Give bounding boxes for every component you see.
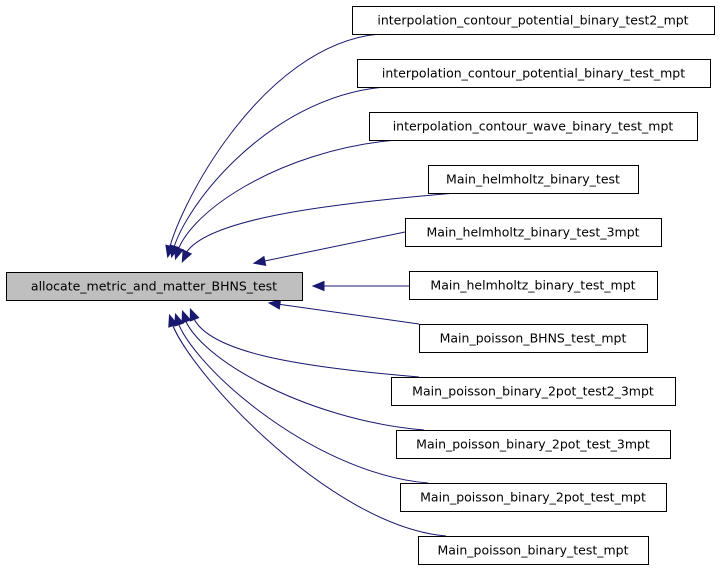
graph-nodes: allocate_metric_and_matter_BHNS_test inte… xyxy=(6,6,715,565)
caller-box xyxy=(405,218,662,247)
arrowhead-icon xyxy=(168,313,179,328)
caller-node-c7[interactable]: Main_poisson_binary_2pot_test2_3mpt xyxy=(391,377,676,406)
call-edge-c9 xyxy=(175,314,429,484)
caller-label: interpolation_contour_potential_binary_t… xyxy=(377,13,688,28)
call-edge-c7 xyxy=(190,309,420,378)
arrowhead-icon xyxy=(252,255,267,267)
arrowhead-icon xyxy=(181,309,192,324)
caller-label: Main_helmholtz_binary_test xyxy=(446,172,620,187)
caller-node-c10[interactable]: Main_poisson_binary_test_mpt xyxy=(418,536,649,565)
caller-label: interpolation_contour_potential_binary_t… xyxy=(382,66,685,81)
caller-node-c8[interactable]: Main_poisson_binary_2pot_test_3mpt xyxy=(396,430,671,459)
arrowhead-icon xyxy=(174,246,185,261)
caller-box xyxy=(369,112,698,141)
arrowhead-icon xyxy=(189,307,200,322)
caller-box xyxy=(428,165,639,194)
caller-box xyxy=(396,430,671,459)
caller-node-c1[interactable]: interpolation_contour_potential_binary_t… xyxy=(357,59,711,88)
caller-label: Main_poisson_binary_test_mpt xyxy=(437,543,628,558)
caller-label: Main_poisson_binary_2pot_test_mpt xyxy=(420,490,646,505)
caller-box xyxy=(419,324,648,353)
caller-node-c4[interactable]: Main_helmholtz_binary_test_3mpt xyxy=(405,218,662,247)
caller-label: Main_helmholtz_binary_test_3mpt xyxy=(426,225,639,240)
target-function-label: allocate_metric_and_matter_BHNS_test xyxy=(31,279,277,294)
arrowhead-icon xyxy=(181,249,193,263)
call-edges xyxy=(165,33,457,537)
caller-node-c5[interactable]: Main_helmholtz_binary_test_mpt xyxy=(409,271,658,300)
caller-box xyxy=(357,59,711,88)
caller-box xyxy=(400,483,667,512)
caller-box xyxy=(352,6,715,35)
call-edge-c0 xyxy=(167,33,381,257)
target-function-box xyxy=(6,272,303,301)
target-function-node[interactable]: allocate_metric_and_matter_BHNS_test xyxy=(6,272,303,301)
caller-node-c3[interactable]: Main_helmholtz_binary_test xyxy=(428,165,639,194)
caller-label: Main_helmholtz_binary_test_mpt xyxy=(430,278,635,293)
arrowhead-icon xyxy=(311,280,325,292)
call-edge-c2 xyxy=(175,139,398,259)
call-edge-c10 xyxy=(169,315,447,537)
caller-label: Main_poisson_binary_2pot_test_3mpt xyxy=(416,437,650,452)
caller-box xyxy=(418,536,649,565)
caller-node-c2[interactable]: interpolation_contour_wave_binary_test_m… xyxy=(369,112,698,141)
arrowhead-icon xyxy=(267,299,282,310)
caller-box xyxy=(409,271,658,300)
call-edge-c6 xyxy=(269,302,420,325)
caller-node-c6[interactable]: Main_poisson_BHNS_test_mpt xyxy=(419,324,648,353)
caller-label: interpolation_contour_wave_binary_test_m… xyxy=(393,119,674,134)
caller-node-c9[interactable]: Main_poisson_binary_2pot_test_mpt xyxy=(400,483,667,512)
caller-label: Main_poisson_BHNS_test_mpt xyxy=(440,331,627,346)
call-edge-c1 xyxy=(171,86,386,257)
caller-label: Main_poisson_binary_2pot_test2_3mpt xyxy=(412,384,654,399)
call-edge-c4 xyxy=(254,231,406,264)
caller-box xyxy=(391,377,676,406)
caller-node-c0[interactable]: interpolation_contour_potential_binary_t… xyxy=(352,6,715,35)
call-edge-c8 xyxy=(182,311,425,431)
call-edge-c3 xyxy=(182,192,457,262)
